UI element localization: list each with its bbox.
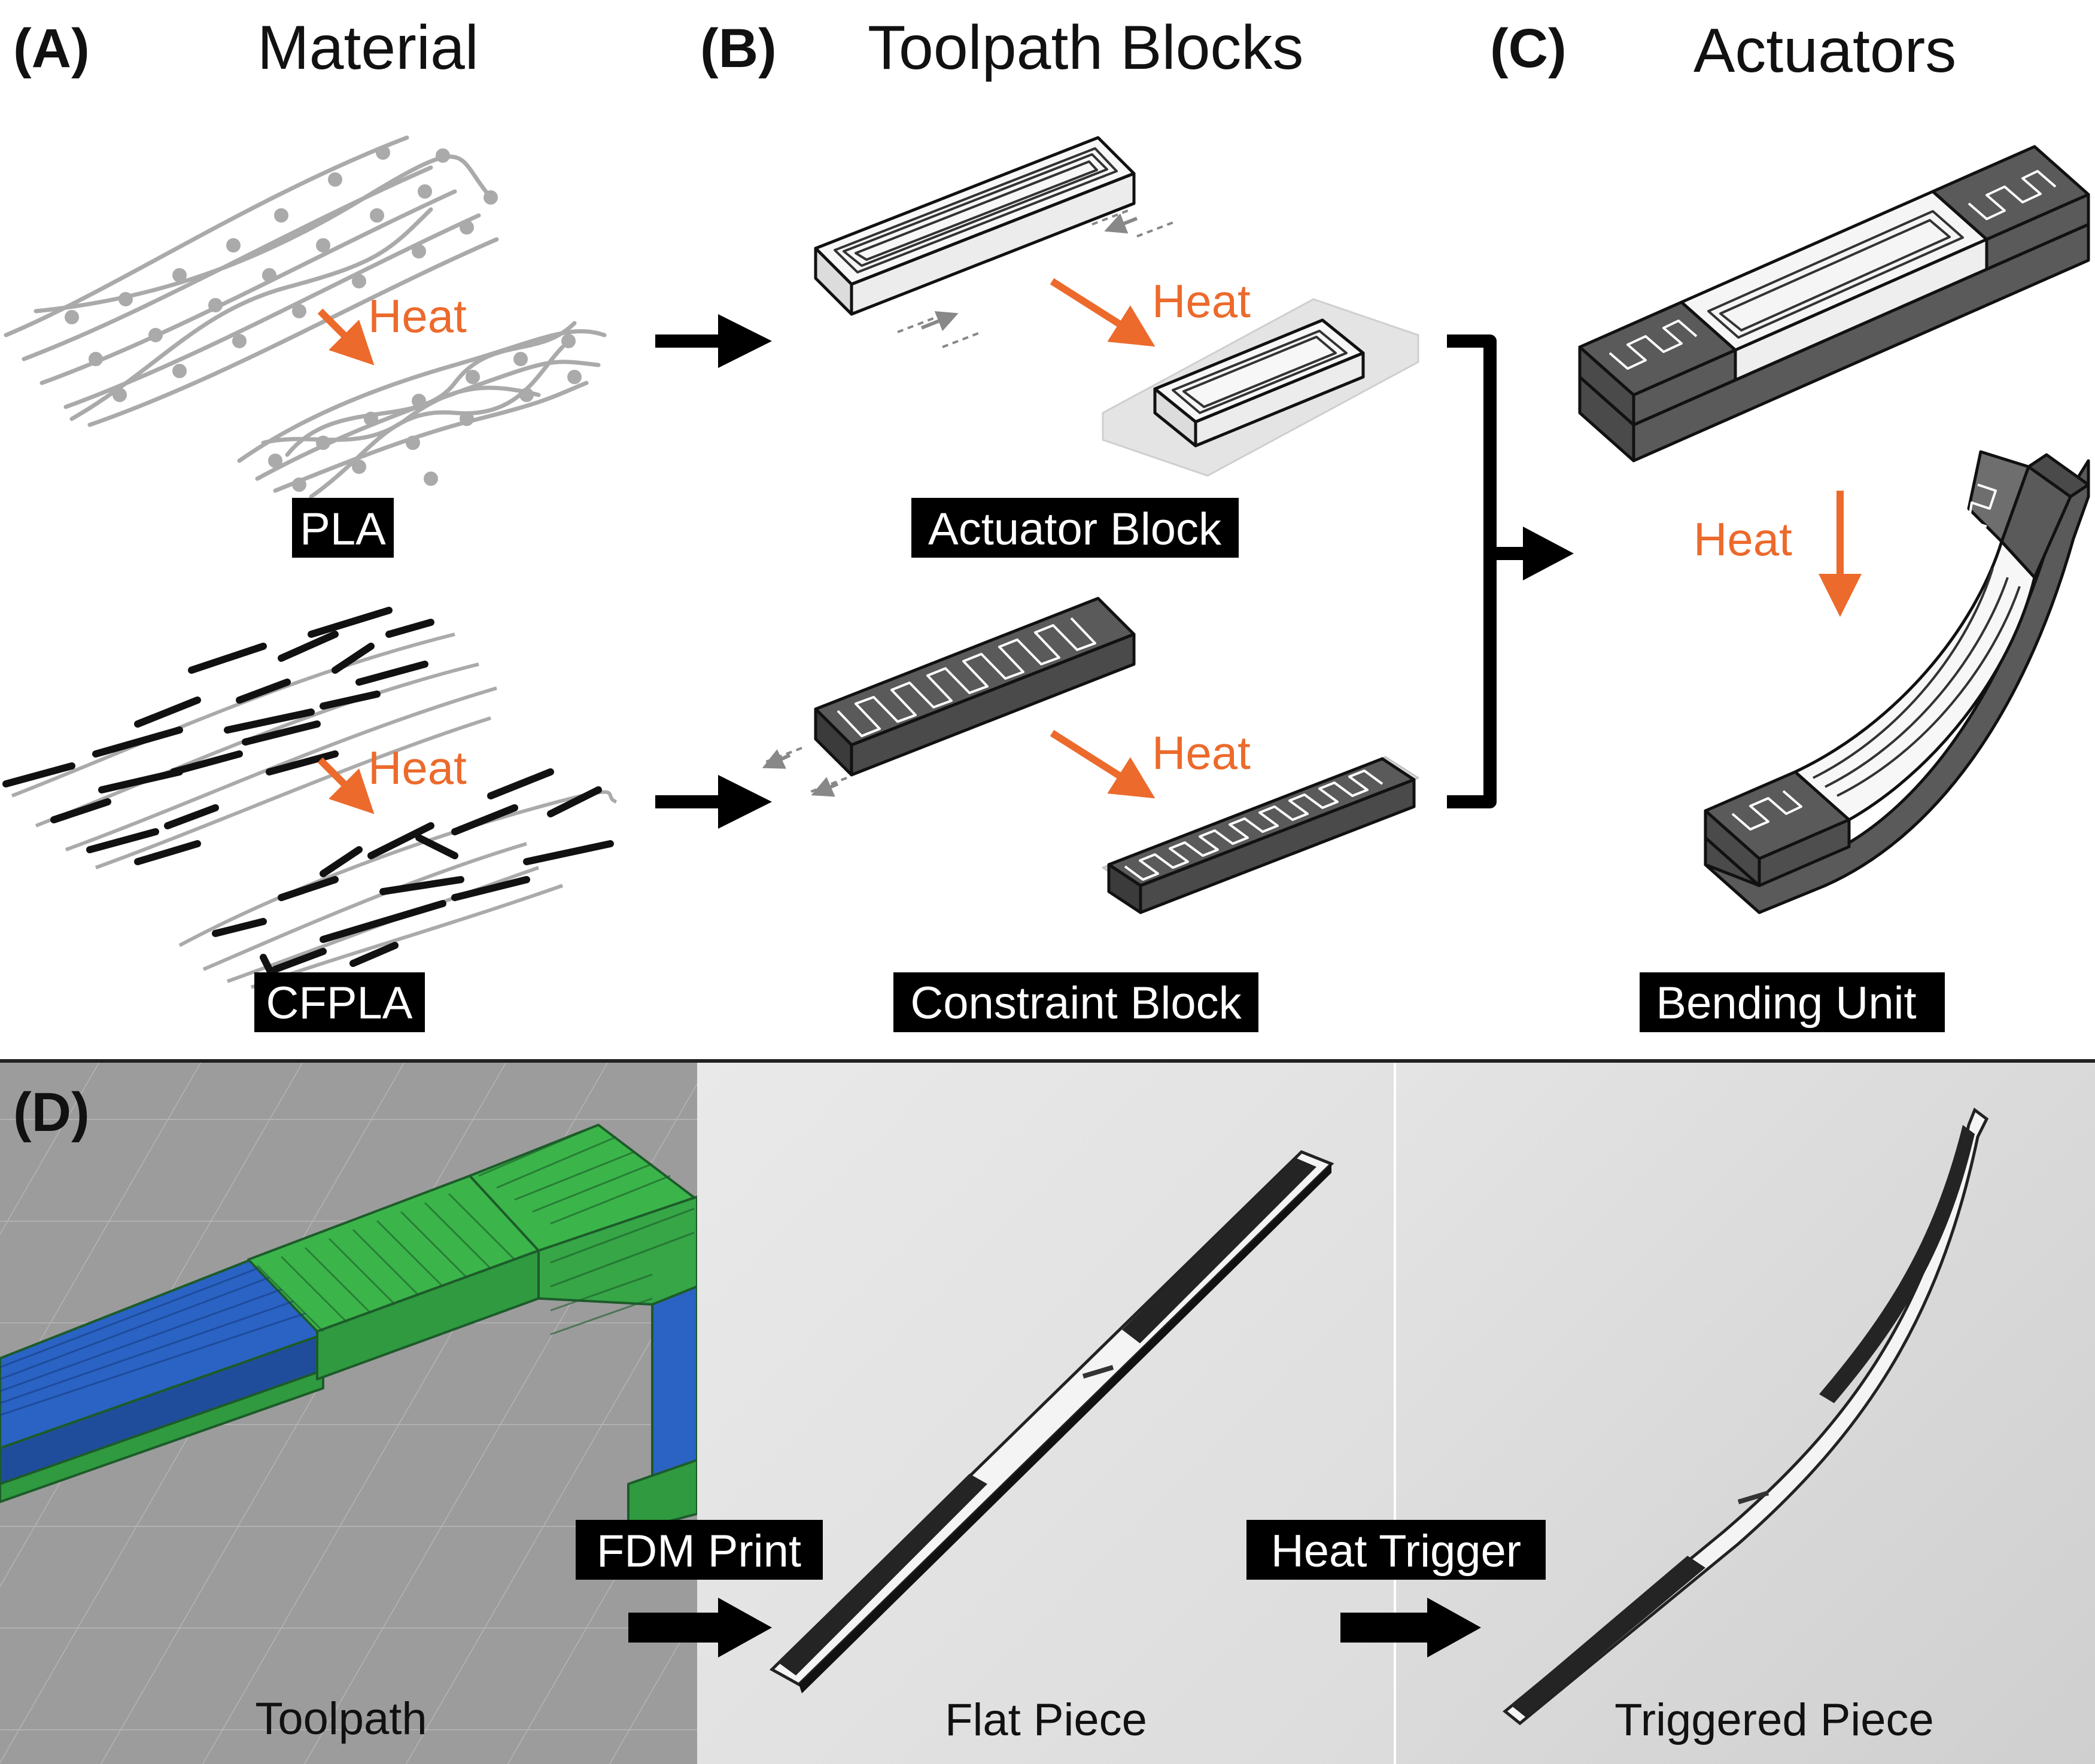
c-heat-label: Heat [1693,513,1792,565]
panel-a-letter: (A) [13,18,90,79]
constraint-block-before [814,597,1136,777]
actuator-block-label: Actuator Block [928,504,1222,555]
cfpla-tag [254,972,425,1032]
triggered-piece-caption: Triggered Piece [1614,1695,1934,1745]
pla-fibers-aligned [4,135,499,427]
a-heat-label-top: Heat [368,290,467,342]
b-heat-label-top: Heat [1152,275,1251,327]
panel-c: (C) Actuators Heat [1490,16,2090,1032]
panel-b: (B) Toolpath Blocks Heat [700,13,1419,1032]
panel-c-letter: (C) [1490,18,1567,79]
heat-trigger-arrow [1340,1598,1481,1657]
b-heat-arrow-bottom [1050,729,1156,799]
pla-fibers-relaxed [237,321,607,499]
constraint-block-tag [893,972,1258,1032]
combine-bracket [1447,334,1574,808]
constraint-block-after [1102,756,1419,914]
b-heat-label-bottom: Heat [1152,726,1251,779]
constraint-shrink-arrows [762,747,847,797]
cfpla-label: CFPLA [266,978,413,1029]
flat-actuator-assembly [1578,145,2090,463]
bending-unit-tag [1640,972,1945,1032]
actuator-block-before [814,136,1136,316]
panel-c-title: Actuators [1693,16,1956,86]
a-heat-arrow-bottom [317,757,375,814]
actuator-block-tag [911,498,1239,558]
actuator-block-after [1153,318,1365,448]
flat-piece-object [769,1150,1334,1693]
fdm-print-label: FDM Print [597,1526,801,1577]
toolpath-caption: Toolpath [255,1693,427,1744]
panel-d: (D) Toolpath FDM Print Flat Piece Heat T… [0,1063,2095,1764]
panel-b-letter: (B) [700,18,777,79]
panel-a: (A) Material [2,13,618,1032]
cfpla-fibers-relaxed [178,768,618,997]
cfpla-fibers-aligned [2,607,497,869]
actuator-shrink-arrows [897,208,1176,348]
triggered-piece-photo [1396,1063,2095,1764]
panel-d-letter: (D) [13,1082,90,1143]
bent-actuator-assembly [1704,450,2090,914]
bending-unit-label: Bending Unit [1656,978,1916,1029]
pla-label: PLA [300,504,386,555]
panel-a-title: Material [257,13,479,83]
constraint-block-label: Constraint Block [910,978,1242,1029]
pla-tag [292,498,394,558]
b-heat-arrow-top [1050,278,1156,347]
heat-trigger-label: Heat Trigger [1271,1526,1521,1577]
panel-b-title: Toolpath Blocks [868,13,1303,83]
fdm-print-tag [576,1520,823,1580]
toolpath-model [0,1124,698,1533]
arrows-a-to-b [655,314,772,829]
a-heat-arrow-top [317,308,375,366]
a-heat-label-bottom: Heat [368,741,467,794]
fdm-print-arrow [628,1598,772,1657]
triggered-piece-object [1503,1108,1989,1726]
flat-piece-caption: Flat Piece [945,1695,1147,1745]
heat-trigger-tag [1246,1520,1546,1580]
